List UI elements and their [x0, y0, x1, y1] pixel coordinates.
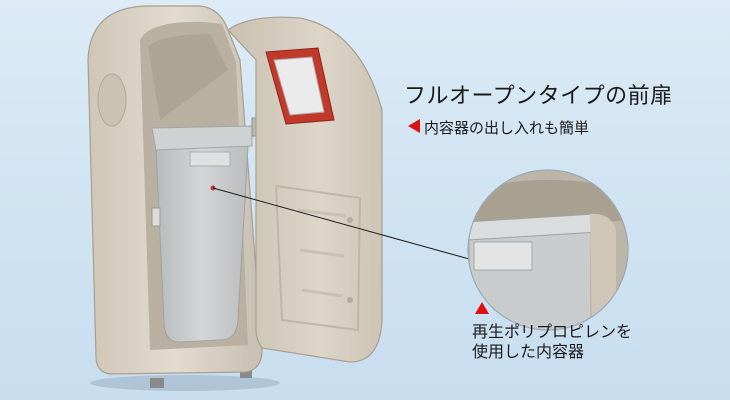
zoom-circle-outline [467, 169, 629, 331]
headline: フルオープンタイプの前扉 [404, 84, 673, 109]
left-triangle-icon [408, 119, 420, 133]
container-handle [189, 151, 231, 167]
subheadline-text: 内容器の出し入れも簡単 [424, 119, 590, 137]
shell-side-emboss [97, 73, 127, 127]
up-triangle-icon [475, 302, 489, 314]
door-window-pane [273, 56, 325, 116]
inner-container [155, 145, 249, 343]
callout-text: 再生ポリプロピレンを 使用した内容器 [472, 322, 632, 362]
door-panel-outline [274, 184, 362, 332]
floor-shadow [90, 375, 280, 391]
subheadline: 内容器の出し入れも簡単 [408, 117, 590, 138]
zoom-detail [468, 170, 628, 330]
callout-line [212, 187, 481, 263]
callout-line-1: 再生ポリプロピレンを [472, 322, 633, 341]
container-side-clip [151, 207, 161, 227]
callout-line-2: 使用した内容器 [472, 342, 585, 361]
bin-foot-right [240, 370, 252, 378]
bin-foot-left [150, 378, 164, 388]
inner-container-rim [151, 125, 253, 151]
